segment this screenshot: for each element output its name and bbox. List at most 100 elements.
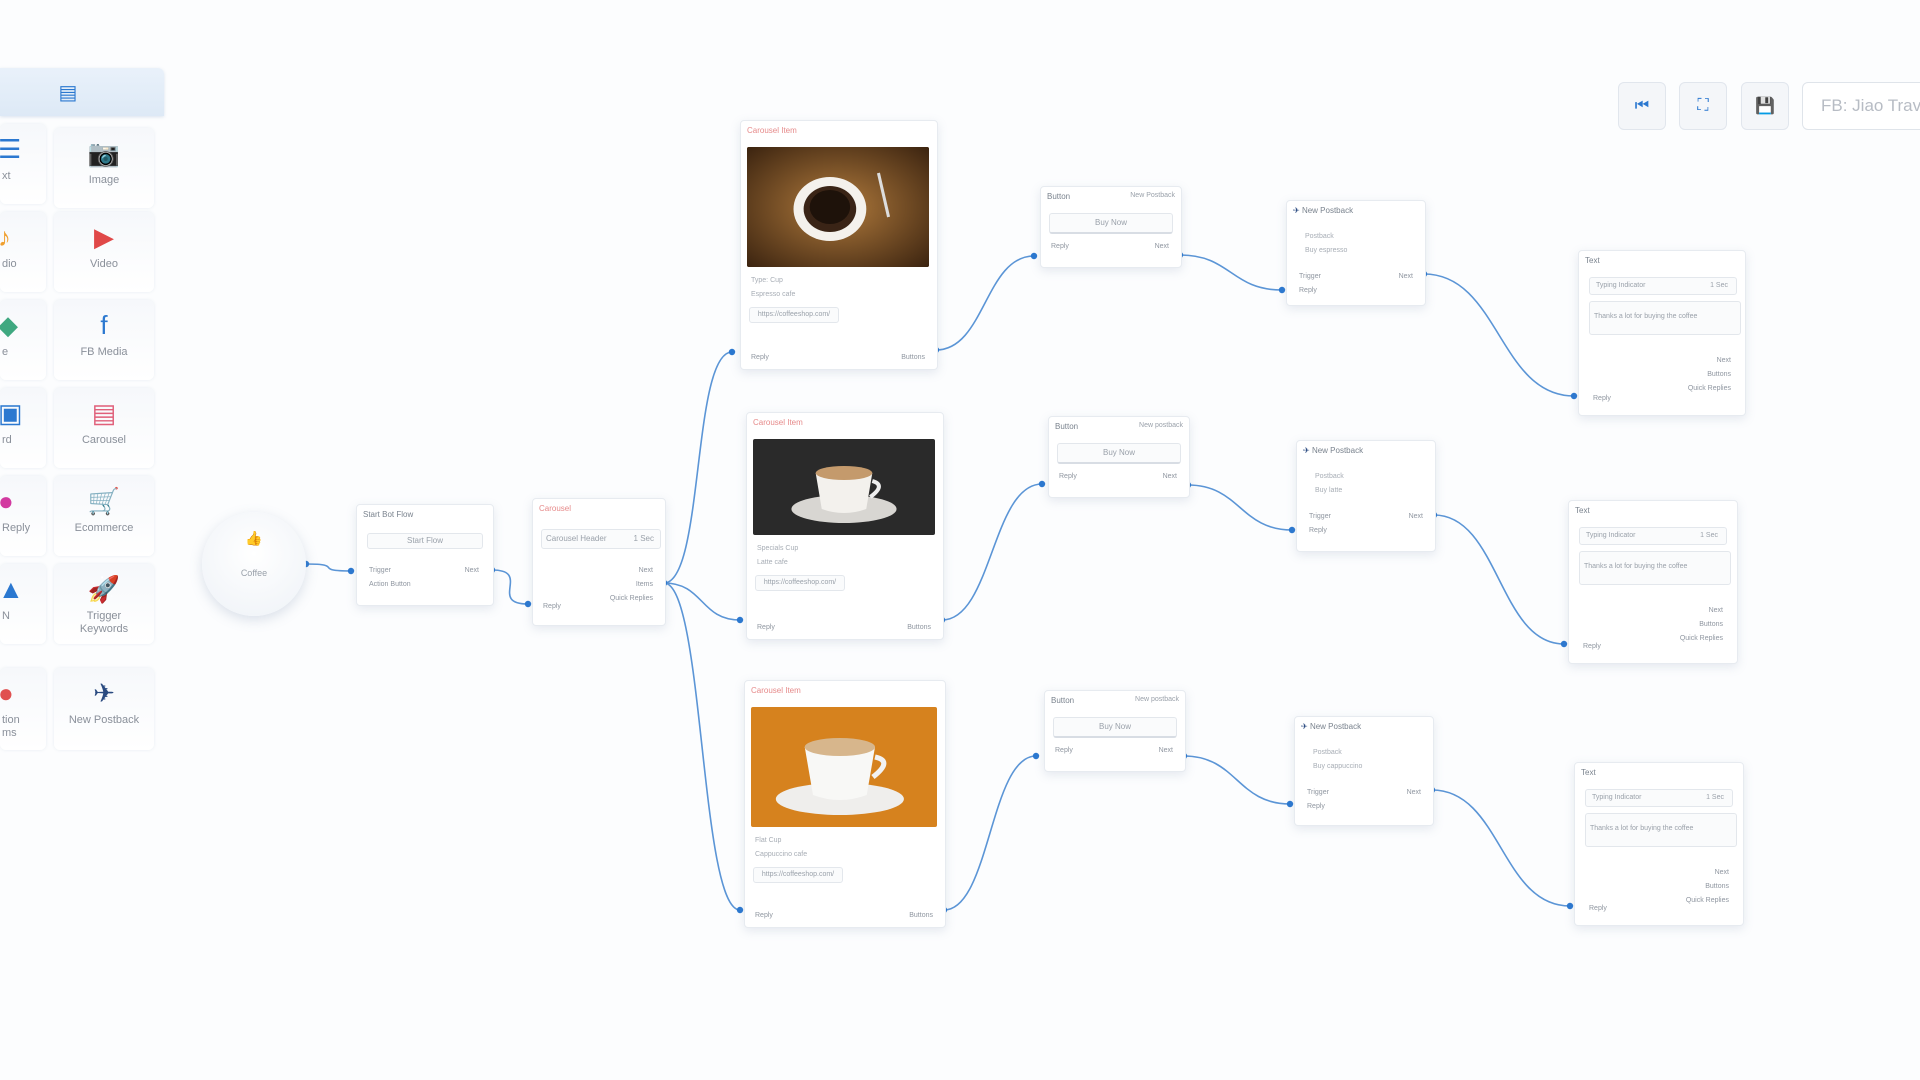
palette-tile-user-input[interactable]: ▲N (0, 564, 46, 644)
node-title: ✈ New Postback (1303, 446, 1363, 455)
connection-wire[interactable] (1431, 789, 1571, 907)
palette-tile-label: xt (2, 170, 11, 182)
typing-indicator-field[interactable]: Typing Indicator 1 Sec (1589, 277, 1737, 295)
carousel-header-field[interactable]: Carousel Header 1 Sec (541, 529, 661, 549)
palette-tile-quick-reply[interactable]: ●Reply (0, 476, 46, 556)
text-node[interactable]: Text Typing Indicator 1 Sec Thanks a lot… (1578, 250, 1746, 416)
item-url-field[interactable]: https://coffeeshop.com/ (755, 575, 845, 591)
button-node[interactable]: Button New postback Buy Now Reply Next (1044, 690, 1186, 772)
skip-back-button[interactable]: ⏮ (1618, 82, 1666, 130)
palette-tile-label: FB Media (80, 346, 128, 358)
chat-bubble-icon: ● (0, 486, 14, 516)
palette-tile-audio[interactable]: ♪dio (0, 212, 46, 292)
new-postback-node[interactable]: ✈ New Postback Postback Buy latte Trigge… (1296, 440, 1436, 552)
connection-wire[interactable] (1423, 273, 1575, 397)
node-tag: New Postback (1130, 192, 1175, 199)
pin-icon: ◆ (0, 310, 18, 340)
connection-wire[interactable] (1179, 254, 1283, 291)
fit-view-button[interactable]: ⛶ (1679, 82, 1727, 130)
item-url-field[interactable]: https://coffeeshop.com/ (749, 307, 839, 323)
coffee-photo[interactable] (751, 707, 937, 827)
palette-tile-otn[interactable]: ●tion ms (0, 668, 46, 750)
page-select[interactable]: FB: Jiao Trave (1802, 82, 1920, 130)
save-button[interactable]: 💾 (1741, 82, 1789, 130)
carousel-item-node[interactable]: Carousel Item Flat Cup Cappuccino cafe h… (744, 680, 946, 928)
palette-tile-video[interactable]: ▶Video (54, 212, 154, 292)
card-icon: ▣ (0, 398, 23, 428)
connection-wire[interactable] (663, 582, 741, 911)
port-label: Quick Replies (1685, 897, 1729, 904)
port-dot[interactable] (1560, 640, 1568, 648)
node-tag: New postback (1139, 422, 1183, 429)
port-dot[interactable] (728, 348, 736, 356)
coffee-photo[interactable] (753, 439, 935, 535)
message-field[interactable]: Thanks a lot for buying the coffee (1579, 551, 1731, 585)
text-node[interactable]: Text Typing Indicator 1 Sec Thanks a lot… (1568, 500, 1738, 664)
typing-indicator-field[interactable]: Typing Indicator 1 Sec (1585, 789, 1733, 807)
palette-tile-new-postback[interactable]: ✈New Postback (54, 668, 154, 750)
palette-tile-ecommerce[interactable]: 🛒Ecommerce (54, 476, 154, 556)
menu-icon: ▤ (58, 81, 78, 104)
buy-now-button[interactable]: Buy Now (1049, 213, 1173, 234)
start-flow-button[interactable]: Start Flow (367, 533, 483, 549)
palette-tile-label: Video (90, 258, 118, 270)
connection-wire[interactable] (663, 582, 741, 621)
buy-now-button[interactable]: Buy Now (1057, 443, 1181, 464)
port-label: Next (1714, 869, 1729, 876)
palette-tile-trigger-keywords[interactable]: 🚀Trigger Keywords (54, 564, 154, 644)
start-node[interactable]: 👍 Coffee (202, 512, 306, 616)
camera-icon: 📷 (87, 138, 121, 168)
connection-wire[interactable] (663, 351, 733, 584)
button-node[interactable]: Button New postback Buy Now Reply Next (1048, 416, 1190, 498)
port-dot[interactable] (1286, 800, 1294, 808)
item-url-field[interactable]: https://coffeeshop.com/ (753, 867, 843, 883)
port-dot[interactable] (1566, 902, 1574, 910)
connection-wire[interactable] (491, 569, 529, 605)
port-dot[interactable] (736, 616, 744, 624)
palette-tile-image[interactable]: 📷Image (54, 128, 154, 208)
node-title: Text (1585, 256, 1600, 265)
text-node[interactable]: Text Typing Indicator 1 Sec Thanks a lot… (1574, 762, 1744, 926)
palette-tile-carousel[interactable]: ▤Carousel (54, 388, 154, 468)
carousel-node[interactable]: Carousel Carousel Header 1 Sec Reply Nex… (532, 498, 666, 626)
message-field[interactable]: Thanks a lot for buying the coffee (1589, 301, 1741, 335)
palette-tile-card[interactable]: ▣rd (0, 388, 46, 468)
connection-wire[interactable] (943, 755, 1037, 911)
buy-now-button[interactable]: Buy Now (1053, 717, 1177, 738)
connection-wire[interactable] (305, 563, 352, 572)
port-dot[interactable] (1288, 526, 1296, 534)
node-title: Carousel Item (753, 418, 803, 427)
port-dot[interactable] (1030, 252, 1038, 260)
palette-tile-location[interactable]: ◆e (0, 300, 46, 380)
carousel-item-node[interactable]: Carousel Item Type: Cup Espresso cafe ht… (740, 120, 938, 370)
port-dot[interactable] (1038, 480, 1046, 488)
carousel-item-node[interactable]: Carousel Item Specials Cup Latte cafe ht… (746, 412, 944, 640)
connection-wire[interactable] (1183, 755, 1291, 805)
typing-indicator-field[interactable]: Typing Indicator 1 Sec (1579, 527, 1727, 545)
new-postback-node[interactable]: ✈ New Postback Postback Buy espresso Tri… (1286, 200, 1426, 306)
port-dot[interactable] (736, 906, 744, 914)
thumbs-up-icon: 👍 (245, 530, 263, 546)
port-dot[interactable] (347, 567, 355, 575)
connection-wire[interactable] (1187, 484, 1293, 531)
port-dot[interactable] (1032, 752, 1040, 760)
save-icon: 💾 (1755, 98, 1775, 115)
coffee-photo[interactable] (747, 147, 929, 267)
connection-wire[interactable] (1433, 514, 1565, 645)
message-field[interactable]: Thanks a lot for buying the coffee (1585, 813, 1737, 847)
port-dot[interactable] (1278, 286, 1286, 294)
connection-wire[interactable] (941, 483, 1043, 621)
port-label: Next (1408, 513, 1423, 520)
new-postback-node[interactable]: ✈ New Postback Postback Buy cappuccino T… (1294, 716, 1434, 826)
palette-header[interactable]: ▤ (0, 68, 164, 116)
start-bot-flow-node[interactable]: Start Bot Flow Start Flow Trigger Action… (356, 504, 494, 606)
button-node[interactable]: Button New Postback Buy Now Reply Next (1040, 186, 1182, 268)
item-caption: Flat Cup (755, 837, 782, 844)
port-dot[interactable] (1570, 392, 1578, 400)
connection-wire[interactable] (935, 255, 1035, 351)
skip-back-icon: ⏮ (1634, 97, 1650, 114)
palette-tile-text[interactable]: ☰xt (0, 124, 46, 204)
port-dot[interactable] (524, 600, 532, 608)
